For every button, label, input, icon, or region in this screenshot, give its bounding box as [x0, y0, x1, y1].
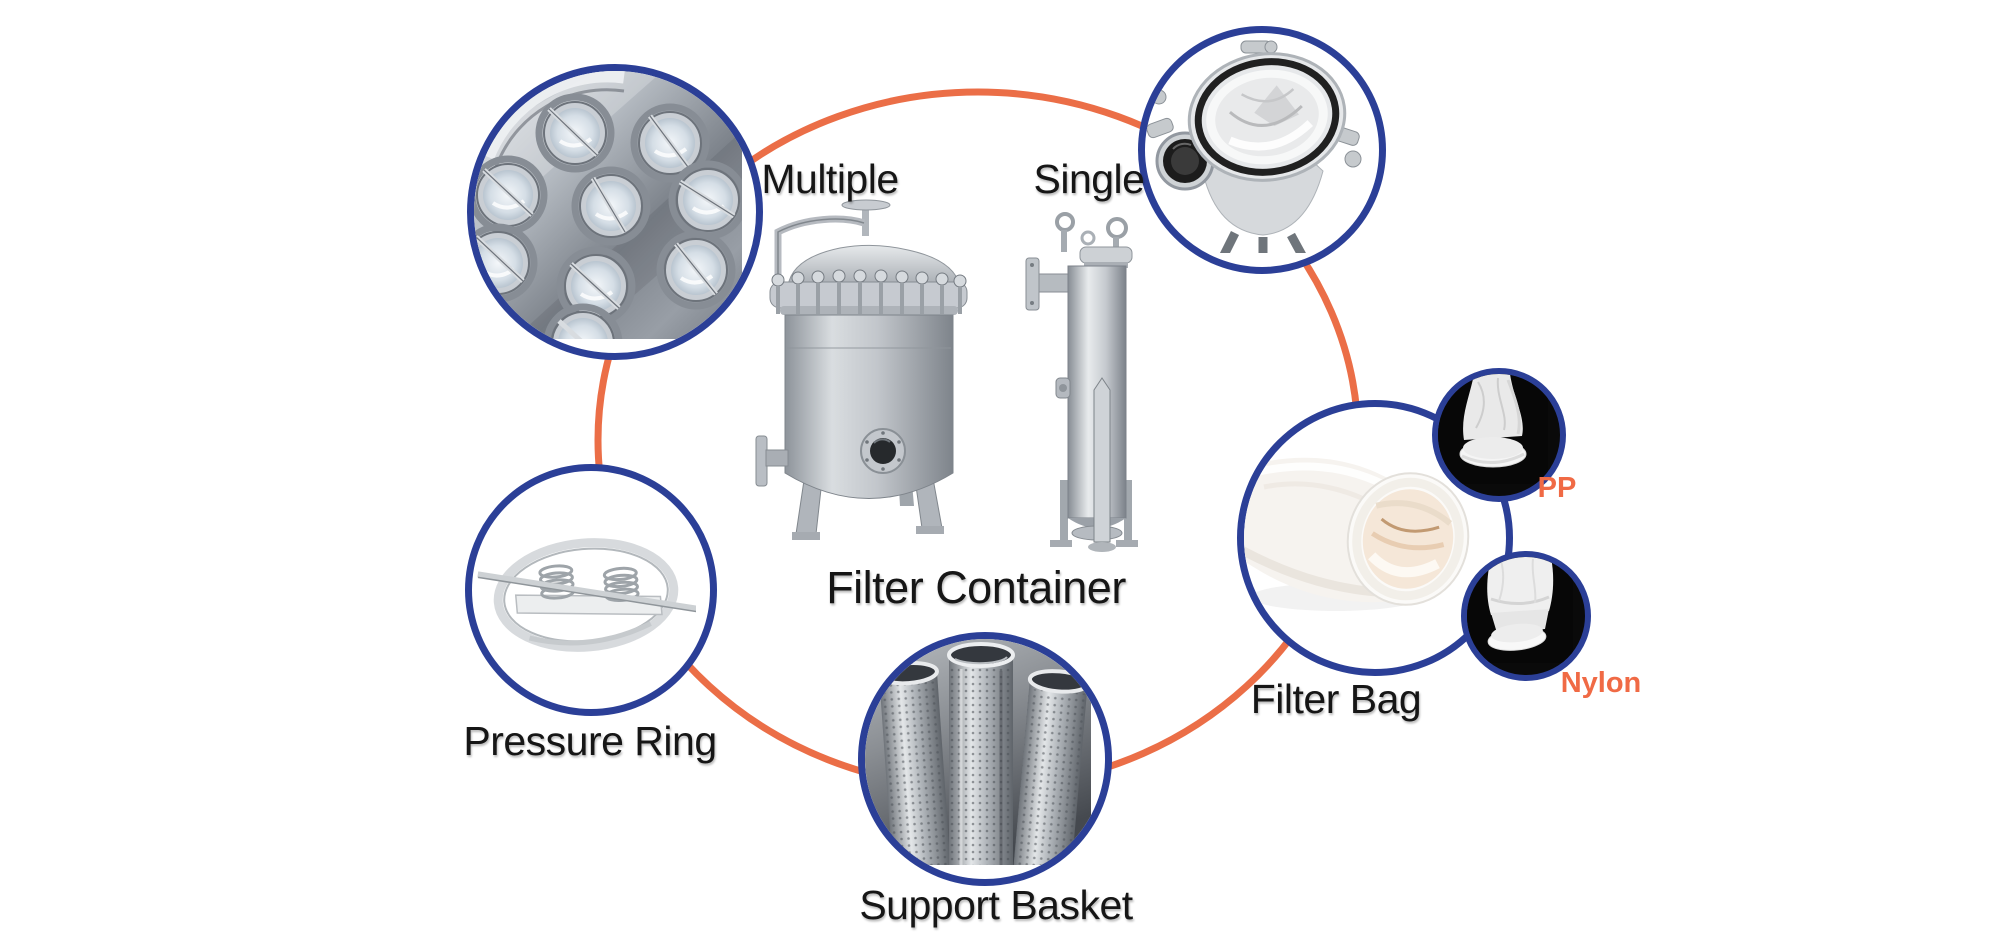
multi-bag-topview-photo [474, 71, 742, 339]
pp-material-label: PP [1537, 472, 1577, 504]
pp-bag-photo [1438, 374, 1548, 484]
support-basket-photo [865, 639, 1091, 865]
filter-container-photo [755, 199, 1138, 552]
basket-right [1012, 669, 1090, 865]
swing-clamps [771, 269, 967, 288]
single-bag-vessel [1025, 212, 1138, 552]
pressure-ring-label: Pressure Ring [463, 718, 717, 764]
nylon-bag-photo [1467, 557, 1573, 663]
front-port [860, 428, 906, 474]
support-basket-photo-circle [858, 632, 1112, 886]
bag-collar [1346, 472, 1470, 606]
pressure-ring-photo-circle [465, 464, 717, 716]
filter-bag-label: Filter Bag [1250, 676, 1422, 722]
basket-middle [947, 642, 1015, 865]
multiple-label: Multiple [761, 156, 899, 202]
single-open-top-photo [1146, 40, 1362, 253]
nylon-material-label: Nylon [1560, 667, 1642, 699]
diagram-title: Filter Container [826, 562, 1126, 613]
single-label: Single [1033, 156, 1145, 202]
open-collar [1187, 52, 1347, 182]
basket-left [877, 660, 951, 865]
side-port [1155, 131, 1215, 191]
multi-bag-vessel [755, 199, 968, 540]
pressure-ring-photo [477, 538, 696, 676]
support-basket-label: Support Basket [859, 882, 1133, 928]
single-housing-photo-circle [1138, 26, 1386, 274]
pp-bag-photo-circle [1432, 368, 1566, 502]
bag-openings [474, 93, 742, 339]
nylon-bag-photo-circle [1461, 551, 1591, 681]
multiple-housing-photo-circle [467, 64, 763, 360]
filter-bag-photo [1244, 457, 1470, 611]
